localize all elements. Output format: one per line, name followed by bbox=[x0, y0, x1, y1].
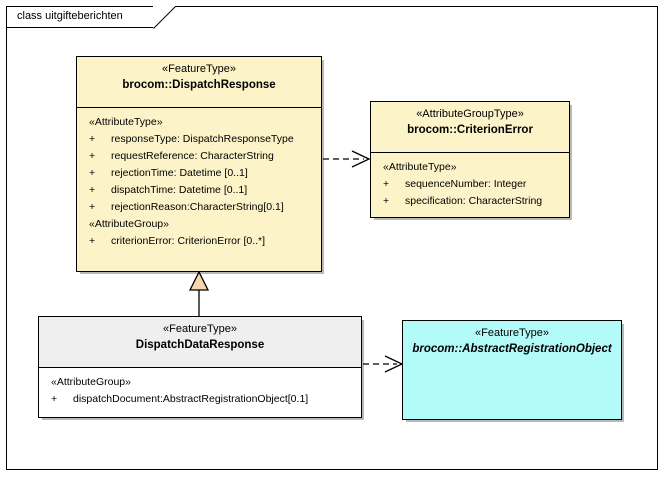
diagram-frame-tab-slant bbox=[153, 6, 177, 29]
attribute-row[interactable]: + requestReference: CharacterString bbox=[77, 148, 321, 165]
diagram-title: class uitgifteberichten bbox=[17, 10, 123, 22]
class-stereotype: «FeatureType» bbox=[475, 327, 549, 339]
class-stereotype: «FeatureType» bbox=[162, 63, 236, 75]
class-name: brocom::AbstractRegistrationObject bbox=[412, 343, 612, 355]
visibility-marker: + bbox=[89, 235, 96, 247]
class-stereotype: «FeatureType» bbox=[163, 323, 237, 335]
class-header-dispatch-data-response: «FeatureType» DispatchDataResponse bbox=[39, 317, 361, 367]
class-box-criterion-error[interactable]: «AttributeGroupType» brocom::CriterionEr… bbox=[370, 101, 570, 218]
attribute-group-label: «AttributeType» bbox=[383, 161, 457, 173]
class-attributes-dispatch-data-response: «AttributeGroup» + dispatchDocument:Abstr… bbox=[39, 368, 361, 414]
compartment-separator bbox=[77, 107, 321, 108]
attribute-row[interactable]: + sequenceNumber: Integer bbox=[371, 176, 569, 193]
diagram-frame-tab: class uitgifteberichten bbox=[6, 6, 154, 28]
class-header-abstract-registration-object: «FeatureType» brocom::AbstractRegistrati… bbox=[403, 321, 621, 371]
attribute-row[interactable]: + dispatchTime: Datetime [0..1] bbox=[77, 182, 321, 199]
attribute-text: rejectionTime: Datetime [0..1] bbox=[111, 167, 248, 179]
visibility-marker: + bbox=[383, 195, 390, 207]
class-box-dispatch-data-response[interactable]: «FeatureType» DispatchDataResponse «Attr… bbox=[38, 316, 362, 418]
attribute-text: dispatchDocument:AbstractRegistrationObj… bbox=[73, 393, 309, 405]
attribute-row[interactable]: + dispatchDocument:AbstractRegistrationOb… bbox=[39, 391, 361, 408]
class-header-criterion-error: «AttributeGroupType» brocom::CriterionEr… bbox=[371, 102, 569, 152]
class-name: DispatchDataResponse bbox=[135, 339, 265, 351]
attribute-group-label: «AttributeGroup» bbox=[89, 218, 169, 230]
attribute-row[interactable]: + rejectionReason:CharacterString[0.1] bbox=[77, 199, 321, 216]
compartment-separator bbox=[39, 367, 361, 368]
attribute-text: responseType: DispatchResponseType bbox=[111, 133, 294, 145]
class-stereotype: «AttributeGroupType» bbox=[416, 108, 524, 120]
visibility-marker: + bbox=[89, 133, 96, 145]
class-box-abstract-registration-object[interactable]: «FeatureType» brocom::AbstractRegistrati… bbox=[402, 320, 622, 420]
attribute-text: specification: CharacterString bbox=[405, 195, 543, 207]
attribute-row[interactable]: + responseType: DispatchResponseType bbox=[77, 131, 321, 148]
class-header-dispatch-response: «FeatureType» brocom::DispatchResponse bbox=[77, 57, 321, 107]
attribute-text: rejectionReason:CharacterString[0.1] bbox=[111, 201, 284, 213]
class-name: brocom::DispatchResponse bbox=[122, 79, 276, 91]
attribute-group-label: «AttributeGroup» bbox=[51, 376, 131, 388]
diagram-frame-top-edge bbox=[176, 6, 658, 7]
class-box-dispatch-response[interactable]: «FeatureType» brocom::DispatchResponse «… bbox=[76, 56, 322, 272]
class-name: brocom::CriterionError bbox=[407, 124, 533, 136]
class-attributes-dispatch-response: «AttributeType» + responseType: DispatchR… bbox=[77, 108, 321, 256]
attribute-text: requestReference: CharacterString bbox=[111, 150, 274, 162]
compartment-separator bbox=[371, 152, 569, 153]
attribute-text: criterionError: CriterionError [0..*] bbox=[111, 235, 266, 247]
visibility-marker: + bbox=[89, 201, 96, 213]
visibility-marker: + bbox=[89, 184, 96, 196]
visibility-marker: + bbox=[89, 150, 96, 162]
attribute-group-label: «AttributeType» bbox=[89, 116, 163, 128]
visibility-marker: + bbox=[383, 178, 390, 190]
attribute-row[interactable]: + criterionError: CriterionError [0..*] bbox=[77, 233, 321, 250]
attribute-row[interactable]: + rejectionTime: Datetime [0..1] bbox=[77, 165, 321, 182]
visibility-marker: + bbox=[51, 393, 58, 405]
attribute-row[interactable]: + specification: CharacterString bbox=[371, 193, 569, 210]
diagram-frame bbox=[6, 6, 658, 470]
class-attributes-criterion-error: «AttributeType» + sequenceNumber: Integer… bbox=[371, 153, 569, 216]
attribute-text: dispatchTime: Datetime [0..1] bbox=[111, 184, 248, 196]
attribute-text: sequenceNumber: Integer bbox=[405, 178, 527, 190]
visibility-marker: + bbox=[89, 167, 96, 179]
